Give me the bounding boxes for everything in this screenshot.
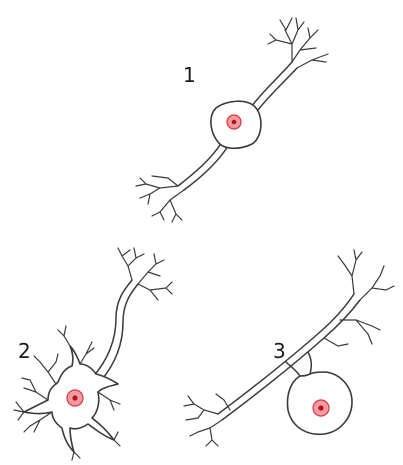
neuron-1-upper-process [252, 62, 297, 110]
neuron-1-lower-branches [136, 176, 184, 222]
neuron-1-bipolar: 1 [136, 18, 328, 222]
neuron-2-multipolar: 2 [14, 248, 172, 460]
neuron-1-lower-process [178, 142, 228, 190]
neuron-2-axon [92, 280, 138, 383]
neuron-3-unipolar: 3 [184, 250, 394, 446]
neuron-3-upper-branches [324, 250, 394, 346]
neuron-2-nucleolus [72, 395, 77, 400]
neuron-2-axon-terminals [118, 248, 172, 300]
neuron-3-label: 3 [273, 339, 286, 363]
neuron-2-label: 2 [18, 339, 31, 363]
neuron-1-label: 1 [183, 63, 196, 87]
neuron-1-nucleolus [232, 120, 237, 125]
neuron-3-stem [286, 352, 311, 376]
neuron-3-nucleolus [318, 405, 323, 410]
neuron-1-upper-branches [268, 18, 328, 68]
